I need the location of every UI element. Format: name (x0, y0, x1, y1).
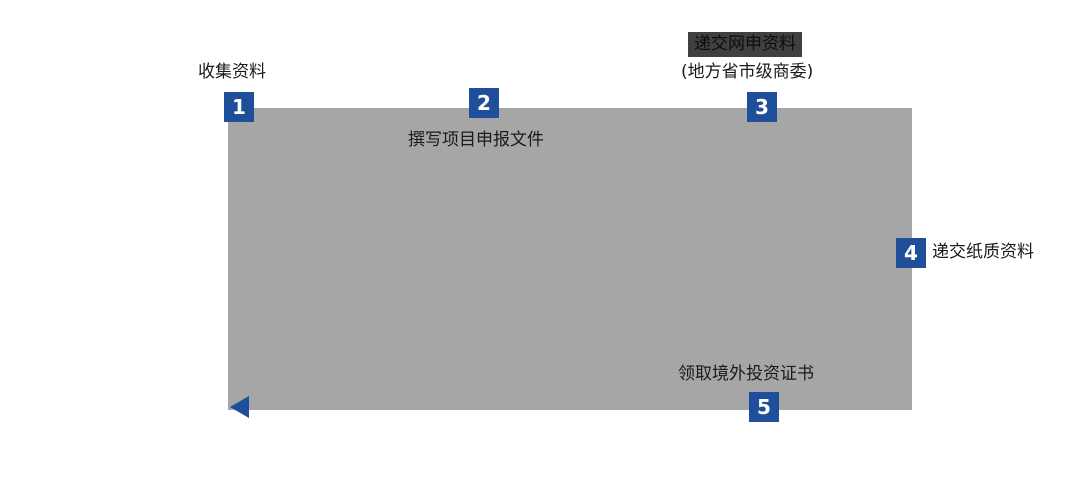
step-3-marker: 3 (747, 92, 777, 122)
step-2-label: 撰写项目申报文件 (408, 130, 544, 150)
step-2-marker: 2 (469, 88, 499, 118)
step-5-marker: 5 (749, 392, 779, 422)
step-1-marker: 1 (224, 92, 254, 122)
step-3-label: 递交网申资料 (688, 32, 802, 58)
step-3-sublabel: (地方省市级商委) (681, 62, 814, 82)
step-4-label: 递交纸质资料 (932, 242, 1034, 262)
flow-band (228, 108, 912, 410)
step-4-marker: 4 (896, 238, 926, 268)
step-5-label: 领取境外投资证书 (678, 364, 814, 384)
step-1-label: 收集资料 (198, 62, 266, 82)
flow-end-arrow-icon (230, 396, 249, 418)
